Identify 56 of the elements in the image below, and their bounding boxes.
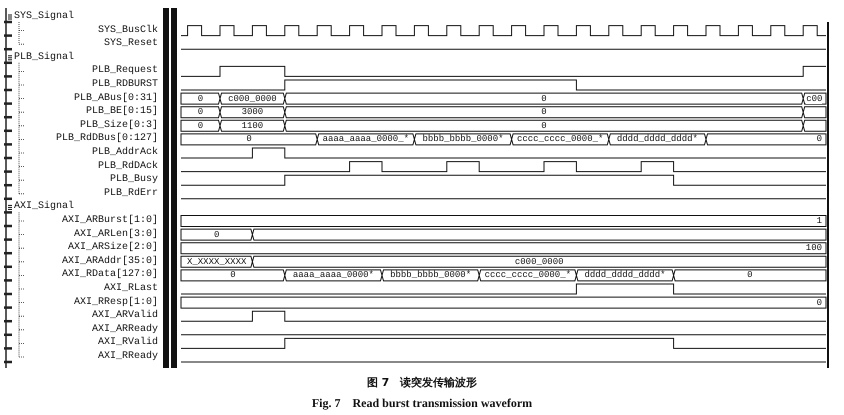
signal-name: PLB_RdDBus[0:127] (56, 133, 158, 144)
bus-value: 0 (246, 134, 252, 144)
bus-value: 0 (230, 270, 236, 280)
signal-name: AXI_RValid (98, 337, 158, 348)
bus-value: cccc_cccc_0000_* (516, 134, 604, 144)
bus-value: dddd_dddd_dddd* (616, 134, 698, 144)
bus-value: 0 (541, 120, 547, 131)
signal-name: PLB_BE[0:15] (86, 106, 158, 118)
figure-caption: 图 7 读突发传输波形 (366, 376, 478, 390)
signal-name: SYS_BusClk (98, 24, 158, 36)
bus-value: 0 (198, 107, 204, 118)
bus-value: bbbb_bbbb_0000* (390, 270, 472, 280)
bus-value: c000_0000 (228, 94, 277, 104)
signal-name: AXI_ARLen[3:0] (74, 228, 158, 240)
signal-name: PLB_RdErr (104, 188, 158, 199)
bus-value: 0 (214, 230, 220, 240)
signal-name: AXI_ARSize[2:0] (68, 242, 158, 254)
bus-value: bbbb_bbbb_0000* (422, 134, 504, 144)
signal-name: AXI_RLast (104, 283, 158, 294)
signal-name: AXI_RReady (98, 351, 158, 362)
signal-name: AXI_ARReady (92, 324, 158, 335)
bus-value: X_XXXX_XXXX (186, 256, 246, 267)
bus-value: 0 (541, 94, 547, 104)
bus-value: 3000 (242, 107, 264, 118)
signal-group-label: AXI_Signal (14, 201, 74, 212)
signal-name: PLB_RdDAck (98, 160, 158, 172)
bus-value: c00 (806, 94, 822, 104)
signal-name: PLB_Busy (110, 174, 158, 186)
signal-name: AXI_ARAddr[35:0] (62, 256, 158, 267)
signal-name: AXI_RData[127:0] (62, 269, 158, 280)
signal-name: AXI_ARValid (92, 310, 158, 322)
bus-value: 0 (816, 298, 822, 308)
signal-name: PLB_RDBURST (92, 79, 158, 90)
signal-name: PLB_Request (92, 65, 158, 76)
bus-value: 1 (816, 216, 822, 226)
signal-name: AXI_RResp[1:0] (74, 296, 158, 308)
signal-name: AXI_ARBurst[1:0] (62, 215, 158, 226)
signal-group-label: PLB_Signal (14, 52, 74, 63)
bus-value: 0 (816, 134, 822, 144)
bus-value: c000_0000 (514, 256, 564, 267)
bus-value: dddd_dddd_dddd* (584, 270, 666, 280)
bus-value: 0 (198, 94, 204, 104)
signal-group-label: SYS_Signal (14, 11, 74, 22)
signal-name: PLB_ABus[0:31] (74, 92, 158, 104)
bus-value: aaaa_aaaa_0000* (292, 270, 374, 280)
signal-name: PLB_Size[0:3] (80, 120, 158, 131)
bus-value: 0 (541, 107, 547, 118)
bus-value: 0 (198, 120, 204, 131)
caption-text: Fig. 7 Read burst transmission waveform (310, 396, 534, 410)
bus-value: 0 (747, 270, 752, 280)
bus-value: 1100 (242, 120, 264, 131)
bus-value: 100 (806, 243, 822, 254)
signal-name: SYS_Reset (104, 38, 158, 50)
bus-value: aaaa_aaaa_0000_* (322, 134, 409, 144)
signal-name: PLB_AddrAck (92, 147, 158, 158)
bus-value: cccc_cccc_0000_* (484, 270, 571, 280)
